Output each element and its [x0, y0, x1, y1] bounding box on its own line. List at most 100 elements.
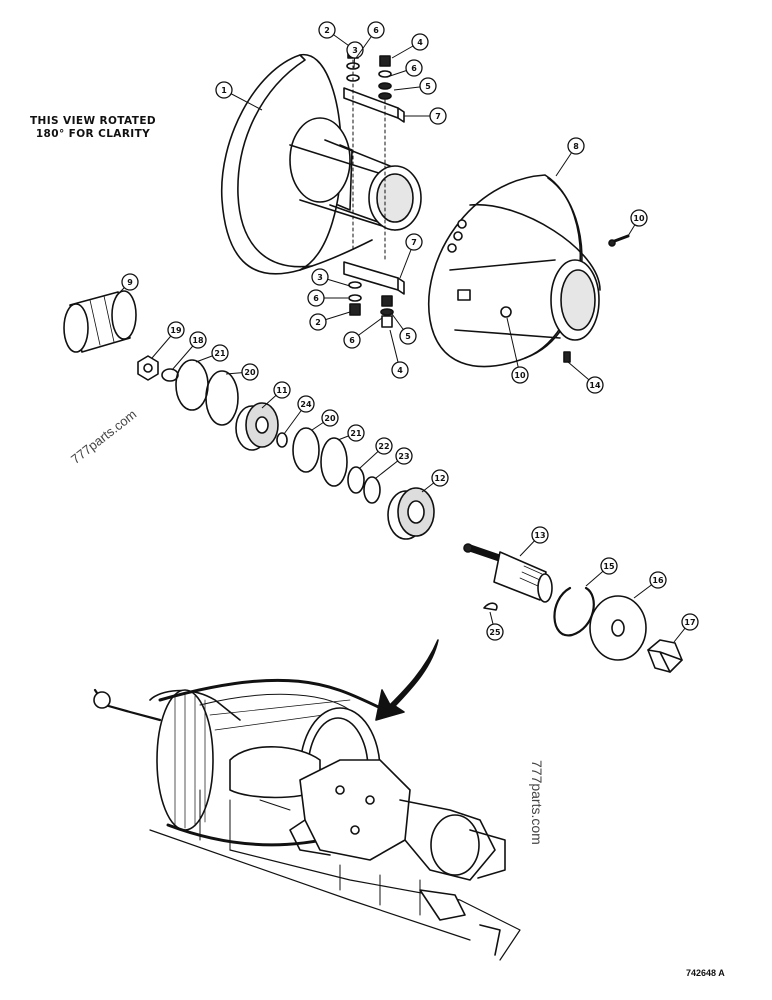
drive-assembly-illustration [93, 678, 521, 961]
woodruff-key [483, 602, 498, 611]
callout-c8: 8 [555, 137, 585, 177]
sheave-half-outer [220, 54, 422, 275]
callout-number: 2 [324, 26, 330, 35]
callout-bubble [167, 321, 185, 339]
callout-bubble [241, 363, 259, 381]
callout-c10a: 10 [627, 209, 648, 237]
grease-fitting [608, 234, 630, 247]
callout-number: 7 [435, 112, 441, 121]
callout-c2a: 2 [318, 21, 353, 49]
callout-number: 4 [417, 38, 423, 47]
callout-bubble [318, 21, 336, 39]
callout-bubble [511, 366, 529, 384]
callout-number: 3 [317, 273, 323, 282]
callout-c17: 17 [673, 613, 699, 643]
callout-c24: 24 [283, 395, 315, 435]
sheave-half-inner [428, 174, 601, 368]
callout-number: 10 [633, 214, 645, 223]
callout-bubble [309, 313, 327, 331]
callout-number: 4 [397, 366, 403, 375]
callout-number: 13 [534, 531, 545, 540]
callout-c6b: 6 [389, 59, 423, 77]
rotation-note-line-1: THIS VIEW ROTATED [29, 115, 157, 127]
key-upper [343, 87, 405, 123]
callout-number: 21 [214, 349, 226, 358]
callout-c6d: 6 [343, 317, 383, 349]
callout-number: 24 [300, 400, 312, 409]
snap-ring [553, 586, 595, 637]
callout-c1: 1 [215, 81, 263, 111]
callout-bubble [367, 21, 385, 39]
callout-c22: 22 [359, 437, 393, 469]
callout-bubble [343, 331, 361, 349]
callout-c7a: 7 [404, 107, 447, 125]
o-ring-21-small [320, 437, 348, 487]
callout-bubble [405, 233, 423, 251]
callout-c6c: 6 [307, 289, 348, 307]
callout-leader [506, 317, 521, 376]
nut-small [137, 355, 159, 381]
callout-number: 18 [192, 336, 204, 345]
rotation-note-line-2: 180° FOR CLARITY [35, 128, 151, 140]
callout-number: 2 [315, 318, 321, 327]
drawing-reference-code: 742648 A [686, 968, 725, 978]
o-ring-23 [363, 476, 381, 504]
callout-layer: 1223344556666778910101112131415161718192… [115, 21, 699, 643]
callout-c21a: 21 [195, 344, 229, 363]
callout-c13: 13 [519, 526, 549, 557]
callout-number: 6 [411, 64, 417, 73]
callout-number: 19 [170, 326, 182, 335]
callout-bubble [405, 59, 423, 77]
callout-number: 6 [349, 336, 355, 345]
retainer-11 [235, 402, 279, 451]
callout-bubble [121, 273, 139, 291]
callout-bubble [399, 327, 417, 345]
callout-c18: 18 [171, 331, 207, 371]
rotation-note: THIS VIEW ROTATED 180° FOR CLARITY [18, 115, 168, 141]
callout-number: 17 [684, 618, 695, 627]
callout-c14: 14 [567, 361, 604, 394]
callout-bubble [411, 33, 429, 51]
callout-bubble [586, 376, 604, 394]
key-lower [343, 261, 405, 295]
callout-number: 23 [398, 452, 409, 461]
callout-c25: 25 [486, 611, 504, 641]
callout-number: 6 [373, 26, 379, 35]
callout-c11: 11 [261, 381, 291, 409]
callout-number: 5 [425, 82, 431, 91]
fasteners-lower [348, 281, 394, 328]
callout-c7b: 7 [399, 233, 423, 279]
hex-nut-large [647, 639, 683, 673]
retainer-12 [387, 487, 435, 540]
callout-c15: 15 [585, 557, 618, 587]
thrust-washer [589, 595, 647, 661]
callout-number: 5 [405, 332, 411, 341]
callout-c23: 23 [375, 447, 413, 479]
callout-bubble [431, 469, 449, 487]
callout-number: 20 [324, 414, 336, 423]
callout-bubble [189, 331, 207, 349]
callout-number: 21 [350, 429, 362, 438]
callout-number: 11 [276, 386, 288, 395]
callout-c12: 12 [421, 469, 449, 493]
callout-number: 15 [603, 562, 615, 571]
callout-c5a: 5 [393, 77, 437, 95]
o-ring-20-small [292, 427, 320, 473]
callout-bubble [321, 409, 339, 427]
callout-c10b: 10 [506, 317, 529, 384]
callout-c4b: 4 [389, 329, 409, 379]
bushing [63, 290, 137, 353]
callout-c2b: 2 [309, 311, 351, 331]
callout-bubble [681, 613, 699, 631]
callout-bubble [486, 623, 504, 641]
callout-c19: 19 [151, 321, 185, 359]
shaft [463, 543, 553, 603]
callout-c5b: 5 [391, 313, 417, 345]
callout-bubble [215, 81, 233, 99]
callout-number: 25 [489, 628, 501, 637]
callout-bubble [297, 395, 315, 413]
callout-c9: 9 [115, 273, 139, 297]
callout-bubble [419, 77, 437, 95]
o-ring-22 [347, 466, 365, 494]
